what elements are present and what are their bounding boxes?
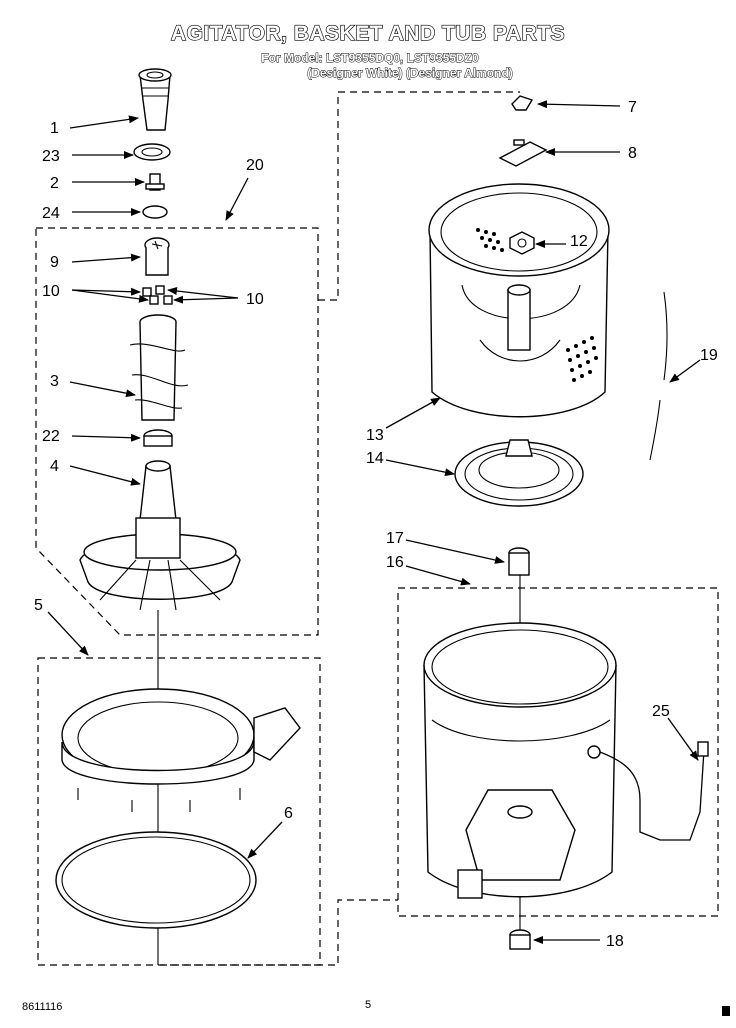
- callout-4: 4: [50, 458, 59, 475]
- callout-19: 19: [700, 347, 718, 364]
- leader-22: [71, 433, 141, 442]
- page-number: 5: [365, 999, 371, 1011]
- callout-25: 25: [652, 703, 670, 720]
- lower-ring-box: [37, 657, 321, 966]
- leader-9: [71, 253, 141, 263]
- tub-box: [397, 587, 719, 917]
- variant-line: (Designer White) (Designer Almond): [307, 66, 513, 80]
- callout-24: 24: [42, 205, 60, 222]
- spin-basket: [428, 183, 610, 418]
- callout-20: 20: [246, 157, 264, 174]
- callout-23: 23: [42, 148, 60, 165]
- leader-6: [247, 821, 283, 859]
- agitator-cam: [144, 237, 170, 276]
- callout-17: 17: [386, 530, 404, 547]
- model-line: For Model: LST9355DQ0, LST9355DZ0: [261, 51, 479, 65]
- leader-13: [385, 397, 441, 429]
- connector-line-bottom: [160, 899, 398, 966]
- o-ring: [142, 205, 168, 219]
- basket-holes-lower: [566, 336, 598, 382]
- corner-mark: [722, 1006, 730, 1016]
- callout-8: 8: [628, 145, 637, 162]
- leader-19: [669, 359, 701, 383]
- leader-4: [69, 465, 141, 486]
- fabric-softener-dispenser: [138, 68, 172, 131]
- callout-10-right: 10: [246, 291, 264, 308]
- leader-1: [69, 115, 139, 129]
- connector-line: [318, 91, 520, 301]
- callout-13: 13: [366, 427, 384, 444]
- leader-14: [385, 459, 455, 477]
- leader-25: [667, 717, 699, 761]
- spin-clip: [511, 95, 534, 111]
- leader-16: [405, 565, 471, 586]
- callout-10-left: 10: [42, 283, 60, 300]
- leader-7: [537, 100, 621, 109]
- callout-18: 18: [606, 933, 624, 950]
- basket-hub: [454, 439, 584, 507]
- drain-hose: [649, 291, 668, 461]
- doc-number: 8611116: [22, 1001, 62, 1013]
- callout-12: 12: [570, 233, 588, 250]
- leader-3: [69, 381, 136, 398]
- snap-ring: [55, 831, 257, 929]
- callout-22: 22: [42, 428, 60, 445]
- cam-seal: [133, 143, 171, 161]
- agitator-auger: [129, 314, 189, 421]
- basket-holes-upper: [476, 228, 504, 252]
- page-title: AGITATOR, BASKET AND TUB PARTS: [171, 22, 565, 45]
- callout-1: 1: [50, 120, 59, 137]
- leader-10b-2: [173, 295, 239, 304]
- callout-9: 9: [50, 254, 59, 271]
- outer-tub: [423, 622, 617, 899]
- spin-bearing: [508, 547, 530, 576]
- leader-10a-1: [71, 287, 141, 296]
- agitator-bolt: [145, 173, 165, 191]
- agitator-assembly-box: [35, 227, 319, 636]
- leader-20: [225, 177, 249, 221]
- basket-drive-nut: [509, 231, 535, 255]
- drive-coupler: [143, 429, 173, 447]
- agitator-dogs: [142, 285, 173, 305]
- drive-block-cap: [498, 139, 548, 167]
- tub-bearing-nut: [509, 929, 531, 950]
- leader-5: [47, 611, 89, 656]
- tub-hose: [599, 741, 709, 841]
- agitator-base: [79, 460, 241, 611]
- leader-17: [405, 539, 505, 564]
- callout-3: 3: [50, 373, 59, 390]
- leader-10a-2: [71, 289, 149, 303]
- callout-2: 2: [50, 175, 59, 192]
- leader-10b-1: [167, 287, 239, 299]
- callout-14: 14: [366, 450, 384, 467]
- callout-5: 5: [34, 597, 43, 614]
- tub-ring: [61, 688, 301, 812]
- callout-7: 7: [628, 99, 637, 116]
- callout-6: 6: [284, 805, 293, 822]
- callout-16: 16: [386, 554, 404, 571]
